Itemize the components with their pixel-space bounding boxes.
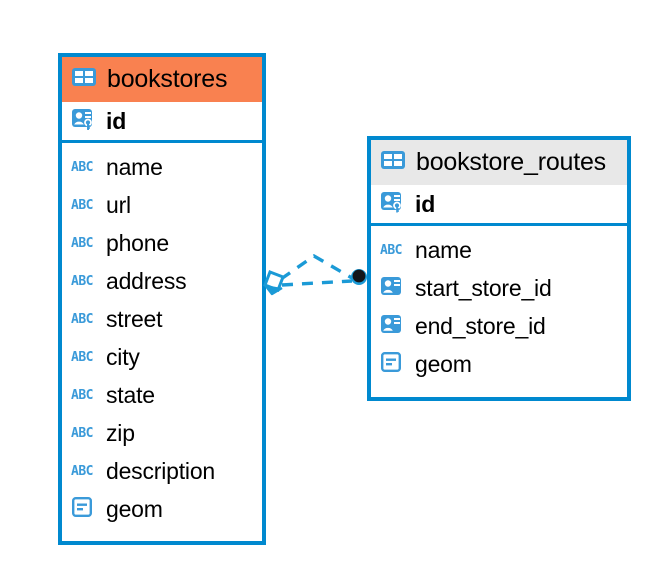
field-row-state[interactable]: ABC state (62, 376, 262, 414)
abc-text-icon: ABC (71, 425, 93, 441)
field-row-id[interactable]: id (62, 102, 262, 140)
field-name-end-store-id: end_store_id (415, 312, 546, 339)
field-row-phone[interactable]: ABC phone (62, 224, 262, 262)
table-grid-icon (71, 66, 97, 93)
primary-key-icon (71, 107, 97, 136)
primary-key-section-bookstores: id (62, 102, 262, 143)
geometry-icon (71, 496, 97, 523)
geometry-icon (380, 351, 406, 378)
entity-title-bookstores: bookstores (107, 65, 228, 93)
field-row-name[interactable]: ABC name (62, 148, 262, 186)
field-name-geom: geom (106, 495, 163, 522)
relationship-source-diamond-endpoint (263, 270, 285, 296)
field-name-id: id (415, 190, 436, 217)
field-name-url: url (106, 191, 131, 218)
field-row-name[interactable]: ABC name (371, 231, 627, 269)
entity-header-bookstores[interactable]: bookstores (62, 57, 262, 102)
entity-title-bookstore-routes: bookstore_routes (416, 148, 606, 176)
entity-bookstores[interactable]: bookstores id (58, 53, 266, 545)
entity-bookstore-routes[interactable]: bookstore_routes id (367, 136, 631, 401)
field-list-bookstore-routes: ABC name start_store_id (371, 226, 627, 383)
abc-text-icon: ABC (71, 197, 93, 213)
field-row-url[interactable]: ABC url (62, 186, 262, 224)
abc-text-icon: ABC (71, 159, 93, 175)
field-row-end-store-id[interactable]: end_store_id (371, 307, 627, 345)
relationship-bookstores-to-bookstore-routes[interactable] (263, 253, 367, 296)
field-row-geom[interactable]: geom (371, 345, 627, 383)
field-name-geom: geom (415, 350, 472, 377)
field-name-city: city (106, 343, 140, 370)
abc-text-icon: ABC (71, 273, 93, 289)
abc-text-icon: ABC (71, 235, 93, 251)
abc-text-icon: ABC (380, 242, 402, 258)
relationship-line-lower (281, 279, 353, 287)
field-row-start-store-id[interactable]: start_store_id (371, 269, 627, 307)
field-row-city[interactable]: ABC city (62, 338, 262, 376)
primary-key-section-bookstore-routes: id (371, 185, 627, 226)
field-row-description[interactable]: ABC description (62, 452, 262, 490)
relationship-line-upper (280, 253, 353, 281)
field-row-address[interactable]: ABC address (62, 262, 262, 300)
field-name-id: id (106, 107, 127, 134)
foreign-key-icon (380, 275, 406, 302)
abc-text-icon: ABC (71, 463, 93, 479)
field-name-street: street (106, 305, 163, 332)
field-name-description: description (106, 457, 216, 484)
abc-text-icon: ABC (71, 387, 93, 403)
abc-text-icon: ABC (71, 311, 93, 327)
primary-key-icon (380, 190, 406, 219)
field-name-name: name (415, 236, 472, 263)
field-name-zip: zip (106, 419, 135, 446)
field-name-phone: phone (106, 229, 169, 256)
foreign-key-icon (380, 313, 406, 340)
field-name-name: name (106, 153, 163, 180)
field-name-state: state (106, 381, 155, 408)
field-name-start-store-id: start_store_id (415, 274, 552, 301)
field-row-id[interactable]: id (371, 185, 627, 223)
field-row-street[interactable]: ABC street (62, 300, 262, 338)
table-grid-icon (380, 149, 406, 176)
field-name-address: address (106, 267, 187, 294)
field-row-geom[interactable]: geom (62, 490, 262, 528)
abc-text-icon: ABC (71, 349, 93, 365)
field-list-bookstores: ABC name ABC url ABC phone ABC address A… (62, 143, 262, 528)
field-row-zip[interactable]: ABC zip (62, 414, 262, 452)
relationship-target-circle-endpoint (351, 269, 367, 285)
entity-header-bookstore-routes[interactable]: bookstore_routes (371, 140, 627, 185)
